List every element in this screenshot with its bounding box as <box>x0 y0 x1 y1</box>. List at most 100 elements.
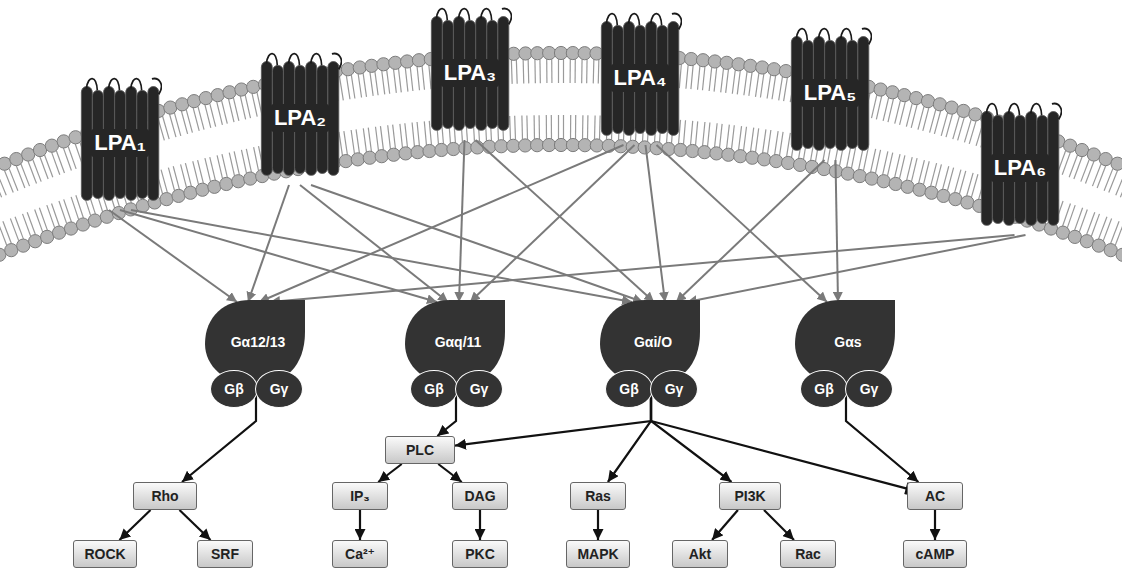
lipid-tails <box>0 59 1122 197</box>
lipid-tail <box>958 117 965 140</box>
lipid-tail <box>516 60 518 84</box>
node-label: DAG <box>464 488 495 504</box>
lipid-tail <box>581 59 583 83</box>
lipid-head <box>365 59 378 72</box>
lipid-tail <box>526 115 528 139</box>
lipid-tail <box>0 173 6 195</box>
signal-arrow <box>479 510 481 540</box>
lipid-tail <box>702 66 704 90</box>
lipid-tail <box>714 68 717 92</box>
lipid-head <box>578 139 591 152</box>
node-label: Rho <box>151 488 178 504</box>
lipid-head <box>363 151 376 164</box>
lipid-tail <box>539 59 541 83</box>
lipid-head <box>638 141 651 154</box>
receptor-loop <box>986 104 997 116</box>
node-label: LPA₂ <box>271 104 329 132</box>
lipid-tail <box>703 122 705 146</box>
coupling-arrow <box>248 185 289 302</box>
lipid-head <box>64 222 77 235</box>
lipid-tail <box>756 128 759 152</box>
lipid-head <box>387 148 400 161</box>
lipid-tail <box>563 115 564 139</box>
lipid-head <box>886 86 899 99</box>
lipid-tail <box>919 160 925 183</box>
lipid-tail <box>708 123 710 147</box>
lipid-head <box>232 175 245 188</box>
lipid-tail <box>563 59 564 83</box>
lipid-head <box>45 139 58 152</box>
lipid-tail <box>241 150 246 173</box>
coupling-arrow <box>470 145 635 302</box>
receptor-loop <box>672 14 682 30</box>
lipid-head <box>423 144 436 157</box>
lipid-tail <box>691 65 693 89</box>
lipid-head <box>22 148 35 161</box>
lipid-tail <box>375 71 378 95</box>
lipid-tail <box>930 109 936 132</box>
lipid-tail <box>528 59 530 83</box>
lipid-head <box>901 180 914 193</box>
lipid-tail <box>883 98 889 121</box>
lipid-tail <box>234 151 239 174</box>
node-label: LPA₁ <box>91 129 148 157</box>
lipid-head <box>720 56 733 69</box>
lipid-head <box>708 55 721 68</box>
receptor: LPA₂ <box>258 50 342 185</box>
lipid-tail <box>780 132 784 156</box>
lipid-head <box>211 89 224 102</box>
lipid-head <box>172 189 185 202</box>
receptor-loop <box>289 54 300 66</box>
lipid-tail <box>907 157 913 180</box>
lipid-head <box>351 153 364 166</box>
receptor-loop <box>502 9 512 25</box>
lipid-tail <box>1116 173 1122 195</box>
receptor: LPA₃ <box>428 5 512 140</box>
signal-box: PKC <box>452 540 508 568</box>
lipid-tail <box>911 105 917 128</box>
lipid-head <box>898 89 911 102</box>
lipid-tail <box>346 76 350 100</box>
lipid-head <box>247 80 260 93</box>
lipid-tail <box>941 113 947 136</box>
lipid-tail <box>56 150 64 173</box>
lipid-head <box>910 91 923 104</box>
lipid-head <box>507 139 520 152</box>
receptor-loop <box>109 79 120 91</box>
receptor: LPA₅ <box>788 25 872 160</box>
lipid-tail <box>935 164 941 187</box>
receptor-loop <box>1052 104 1062 120</box>
lipid-head <box>339 155 352 168</box>
g-subunit: Gγ <box>255 370 303 408</box>
lipid-head <box>1080 235 1093 248</box>
helix <box>1048 112 1059 226</box>
lipid-tail <box>382 71 385 95</box>
lipid-tail <box>15 217 23 239</box>
lipid-head <box>578 47 591 60</box>
lipid-head <box>770 155 783 168</box>
lipid-head <box>519 47 532 60</box>
lipid-tail <box>686 65 688 89</box>
lipid-head <box>767 63 780 76</box>
lipid-head <box>244 172 257 185</box>
lipid-tail <box>398 68 401 92</box>
node-label: Gβ <box>814 381 833 397</box>
receptor: LPA₄ <box>598 10 682 145</box>
lipid-tail <box>254 147 259 170</box>
lipid-tail <box>205 105 211 128</box>
lipid-tail <box>3 221 12 243</box>
lipid-head <box>782 156 795 169</box>
lipid-tail <box>784 77 788 101</box>
lipid-tail <box>598 60 600 84</box>
lipid-head <box>531 47 544 60</box>
lipid-head <box>590 139 603 152</box>
lipid-head <box>223 86 236 99</box>
lipid-head <box>779 64 792 77</box>
node-label: Gγ <box>270 381 289 397</box>
lipid-tail <box>168 168 174 191</box>
lipid-head <box>377 58 390 71</box>
lipid-tail <box>217 102 223 125</box>
node-label: Gγ <box>470 381 489 397</box>
lipid-head <box>530 139 543 152</box>
lipid-head <box>889 177 902 190</box>
